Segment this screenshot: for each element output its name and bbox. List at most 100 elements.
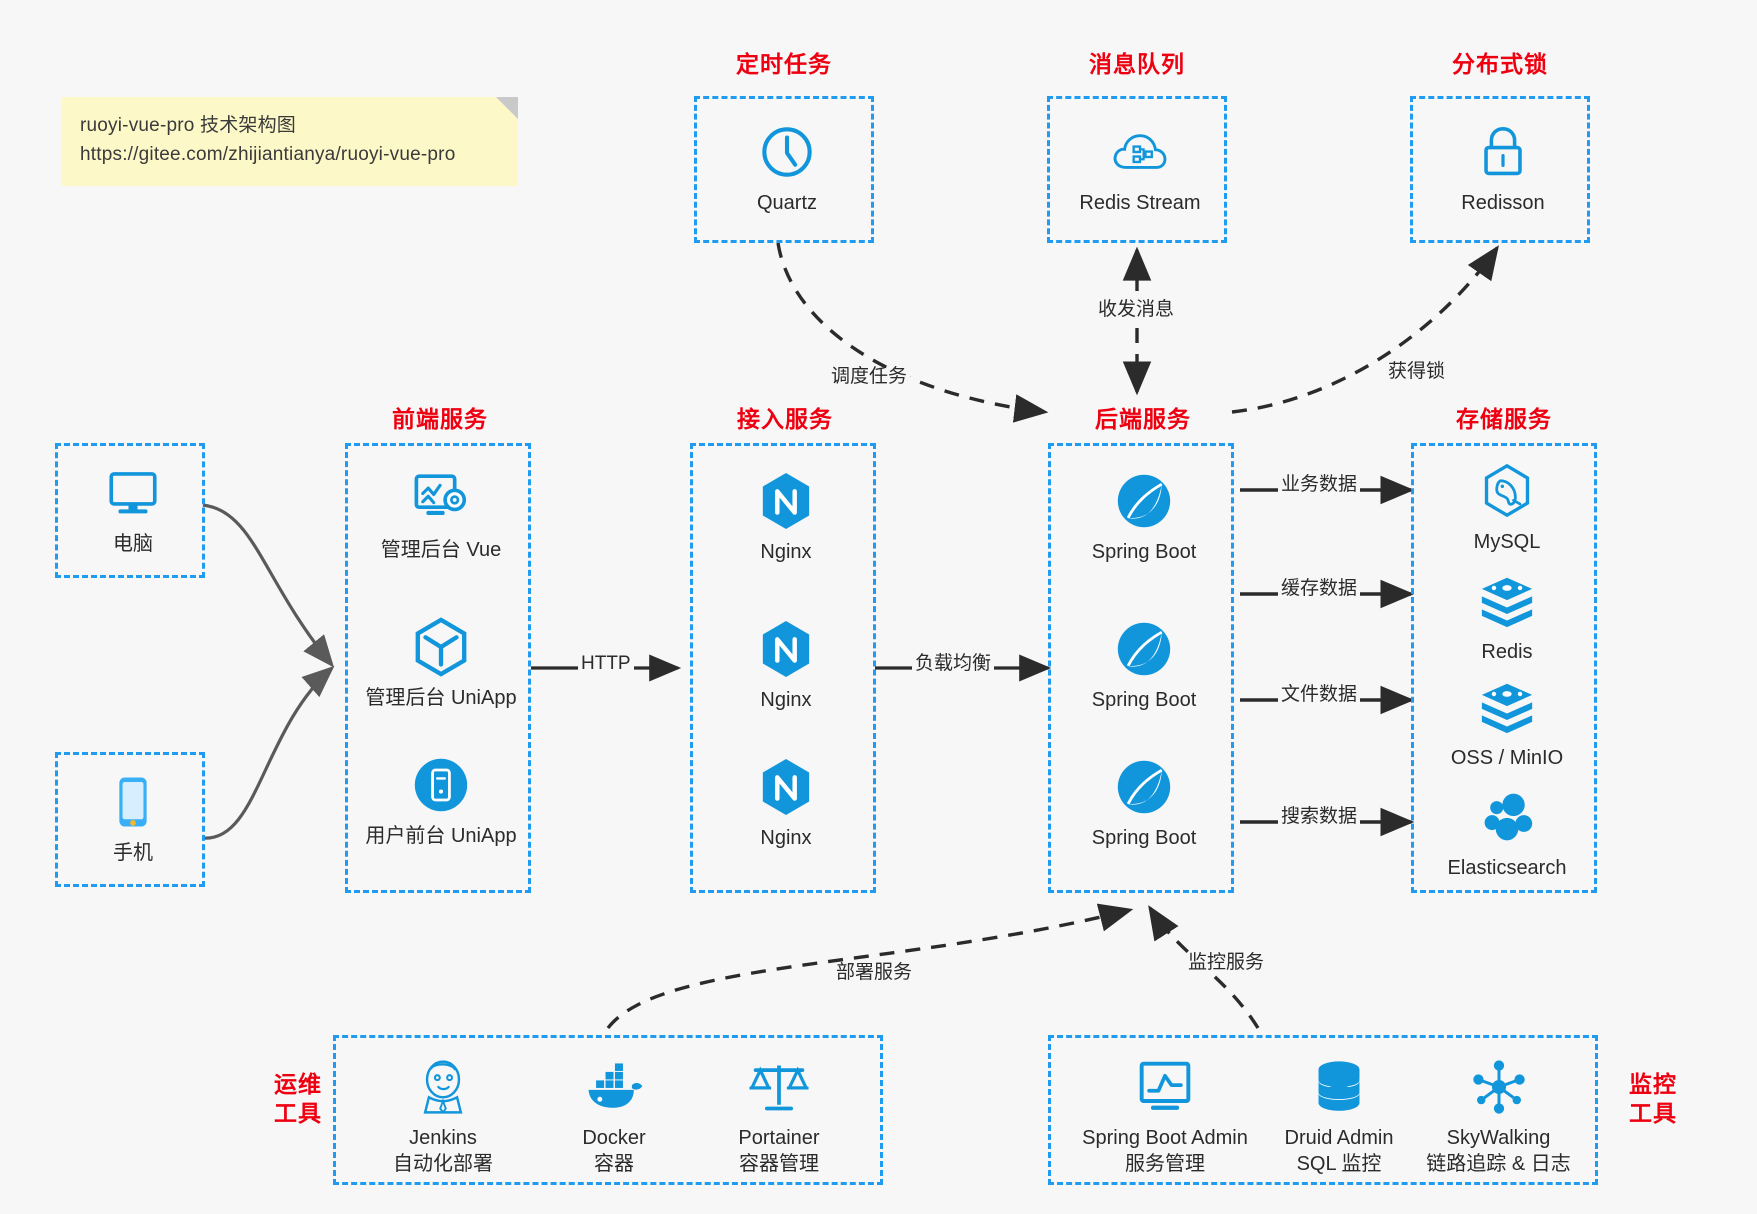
- group-title-access: 接入服务: [737, 406, 833, 432]
- monitoring-title-line1: 监控: [1629, 1071, 1677, 1097]
- edge-label-business-data: 业务数据: [1278, 474, 1361, 496]
- node-label: Nginx: [760, 689, 812, 711]
- group-storage[interactable]: MySQL Redis: [1411, 443, 1597, 893]
- node-sublabel: 容器管理: [739, 1153, 819, 1175]
- node-redisson[interactable]: Redisson: [1418, 119, 1588, 216]
- edge-label-cache-data: 缓存数据: [1278, 578, 1361, 600]
- node-spring-boot-3[interactable]: Spring Boot: [1059, 754, 1229, 851]
- group-title-scheduled-task: 定时任务: [736, 51, 832, 77]
- group-frontend[interactable]: 管理后台 Vue 管理后台 UniApp: [345, 443, 531, 893]
- node-quartz[interactable]: Quartz: [702, 119, 872, 216]
- node-admin-uniapp[interactable]: 管理后台 UniApp: [356, 614, 526, 711]
- node-portainer[interactable]: Portainer 容器管理: [694, 1054, 864, 1177]
- group-client-pc[interactable]: 电脑: [55, 443, 205, 578]
- node-label: Jenkins: [409, 1127, 477, 1149]
- node-nginx-2[interactable]: Nginx: [701, 616, 871, 713]
- edge-label-send-receive-message: 收发消息: [1095, 299, 1178, 321]
- node-elasticsearch[interactable]: Elasticsearch: [1422, 784, 1592, 881]
- edge-label-deploy-service: 部署服务: [833, 962, 916, 984]
- node-label: 电脑: [113, 533, 153, 555]
- node-label: Nginx: [760, 541, 812, 563]
- node-label: Quartz: [756, 192, 818, 214]
- mobile-circle-icon: [412, 752, 470, 818]
- node-admin-vue[interactable]: 管理后台 Vue: [356, 466, 526, 563]
- title-note: ruoyi-vue-pro 技术架构图 https://gitee.com/zh…: [62, 97, 518, 186]
- note-line-title: ruoyi-vue-pro 技术架构图: [80, 115, 297, 136]
- node-label: 手机: [113, 842, 153, 864]
- node-label: 管理后台 UniApp: [365, 687, 517, 709]
- mysql-icon: [1480, 458, 1534, 524]
- group-client-mobile[interactable]: 手机: [55, 752, 205, 887]
- node-sublabel: 服务管理: [1125, 1153, 1205, 1175]
- node-spring-boot-1[interactable]: Spring Boot: [1059, 468, 1229, 565]
- node-label: Spring Boot: [1091, 541, 1197, 563]
- cube-icon: [412, 614, 470, 680]
- group-title-message-queue: 消息队列: [1089, 51, 1185, 77]
- note-line-url: https://gitee.com/zhijiantianya/ruoyi-vu…: [80, 144, 456, 166]
- group-devops[interactable]: Jenkins 自动化部署 Docker 容器: [333, 1035, 883, 1185]
- edge-label-load-balance: 负载均衡: [912, 653, 995, 675]
- cloud-stream-icon: [1111, 119, 1169, 185]
- node-druid-admin[interactable]: Druid Admin SQL 监控: [1254, 1054, 1424, 1177]
- group-monitoring[interactable]: Spring Boot Admin 服务管理 Druid Admin SQL 监…: [1048, 1035, 1598, 1185]
- node-jenkins[interactable]: Jenkins 自动化部署: [358, 1054, 528, 1177]
- edge-schedule-task-line: [776, 242, 1049, 423]
- group-distributed-lock[interactable]: Redisson: [1410, 96, 1590, 243]
- node-label: MySQL: [1473, 531, 1541, 553]
- monitor-chart-icon: [1136, 1054, 1194, 1120]
- group-access[interactable]: Nginx Nginx Nginx: [690, 443, 876, 893]
- edge-label-http: HTTP: [578, 653, 634, 675]
- node-label: Redisson: [1461, 192, 1545, 214]
- edge-label-acquire-lock: 获得锁: [1385, 361, 1449, 383]
- edge-acquire-lock-line: [1231, 245, 1499, 414]
- jenkins-icon: [412, 1054, 474, 1120]
- node-user-uniapp[interactable]: 用户前台 UniApp: [356, 752, 526, 849]
- node-label: Portainer: [738, 1127, 820, 1149]
- node-sublabel: SQL 监控: [1296, 1153, 1382, 1175]
- edge-label-schedule-task: 调度任务: [828, 366, 911, 388]
- nginx-icon: [758, 754, 814, 820]
- group-backend[interactable]: Spring Boot Spring Boot Spring Boot: [1048, 443, 1234, 893]
- node-label: Redis: [1481, 641, 1533, 663]
- devops-title-line1: 运维: [274, 1071, 322, 1097]
- node-label: Spring Boot Admin: [1082, 1127, 1248, 1149]
- node-sublabel: 链路追踪 & 日志: [1426, 1153, 1571, 1175]
- group-message-queue[interactable]: Redis Stream: [1047, 96, 1227, 243]
- node-label: Druid Admin: [1284, 1127, 1394, 1149]
- node-skywalking[interactable]: SkyWalking 链路追踪 & 日志: [1406, 1054, 1591, 1177]
- skywalking-icon: [1470, 1054, 1528, 1120]
- node-docker[interactable]: Docker 容器: [529, 1054, 699, 1177]
- group-title-frontend: 前端服务: [392, 406, 488, 432]
- node-mobile[interactable]: 手机: [48, 769, 218, 866]
- node-label: 管理后台 Vue: [380, 539, 502, 561]
- edge-label-file-data: 文件数据: [1278, 684, 1361, 706]
- node-pc[interactable]: 电脑: [48, 460, 218, 557]
- group-title-distributed-lock: 分布式锁: [1452, 51, 1548, 77]
- database-icon: [1312, 1054, 1366, 1120]
- node-nginx-1[interactable]: Nginx: [701, 468, 871, 565]
- node-redis[interactable]: Redis: [1422, 568, 1592, 665]
- clock-icon: [758, 119, 816, 185]
- node-label: Redis Stream: [1079, 192, 1201, 214]
- nginx-icon: [758, 468, 814, 534]
- node-oss-minio[interactable]: OSS / MinIO: [1422, 674, 1592, 771]
- node-label: Spring Boot: [1091, 689, 1197, 711]
- elasticsearch-icon: [1478, 784, 1536, 850]
- group-scheduled-task[interactable]: Quartz: [694, 96, 874, 243]
- node-spring-boot-2[interactable]: Spring Boot: [1059, 616, 1229, 713]
- redis-icon: [1478, 674, 1536, 740]
- docker-icon: [581, 1054, 647, 1120]
- node-nginx-3[interactable]: Nginx: [701, 754, 871, 851]
- node-mysql[interactable]: MySQL: [1422, 458, 1592, 555]
- note-fold-corner: [496, 97, 518, 119]
- dashboard-gear-icon: [410, 466, 472, 532]
- node-spring-boot-admin[interactable]: Spring Boot Admin 服务管理: [1065, 1054, 1265, 1177]
- desktop-icon: [104, 460, 162, 526]
- edge-label-search-data: 搜索数据: [1278, 806, 1361, 828]
- node-label: 用户前台 UniApp: [365, 825, 517, 847]
- phone-icon: [113, 769, 153, 835]
- group-title-storage: 存储服务: [1456, 406, 1552, 432]
- node-label: SkyWalking: [1446, 1127, 1551, 1149]
- node-redis-stream[interactable]: Redis Stream: [1055, 119, 1225, 216]
- spring-boot-icon: [1115, 616, 1173, 682]
